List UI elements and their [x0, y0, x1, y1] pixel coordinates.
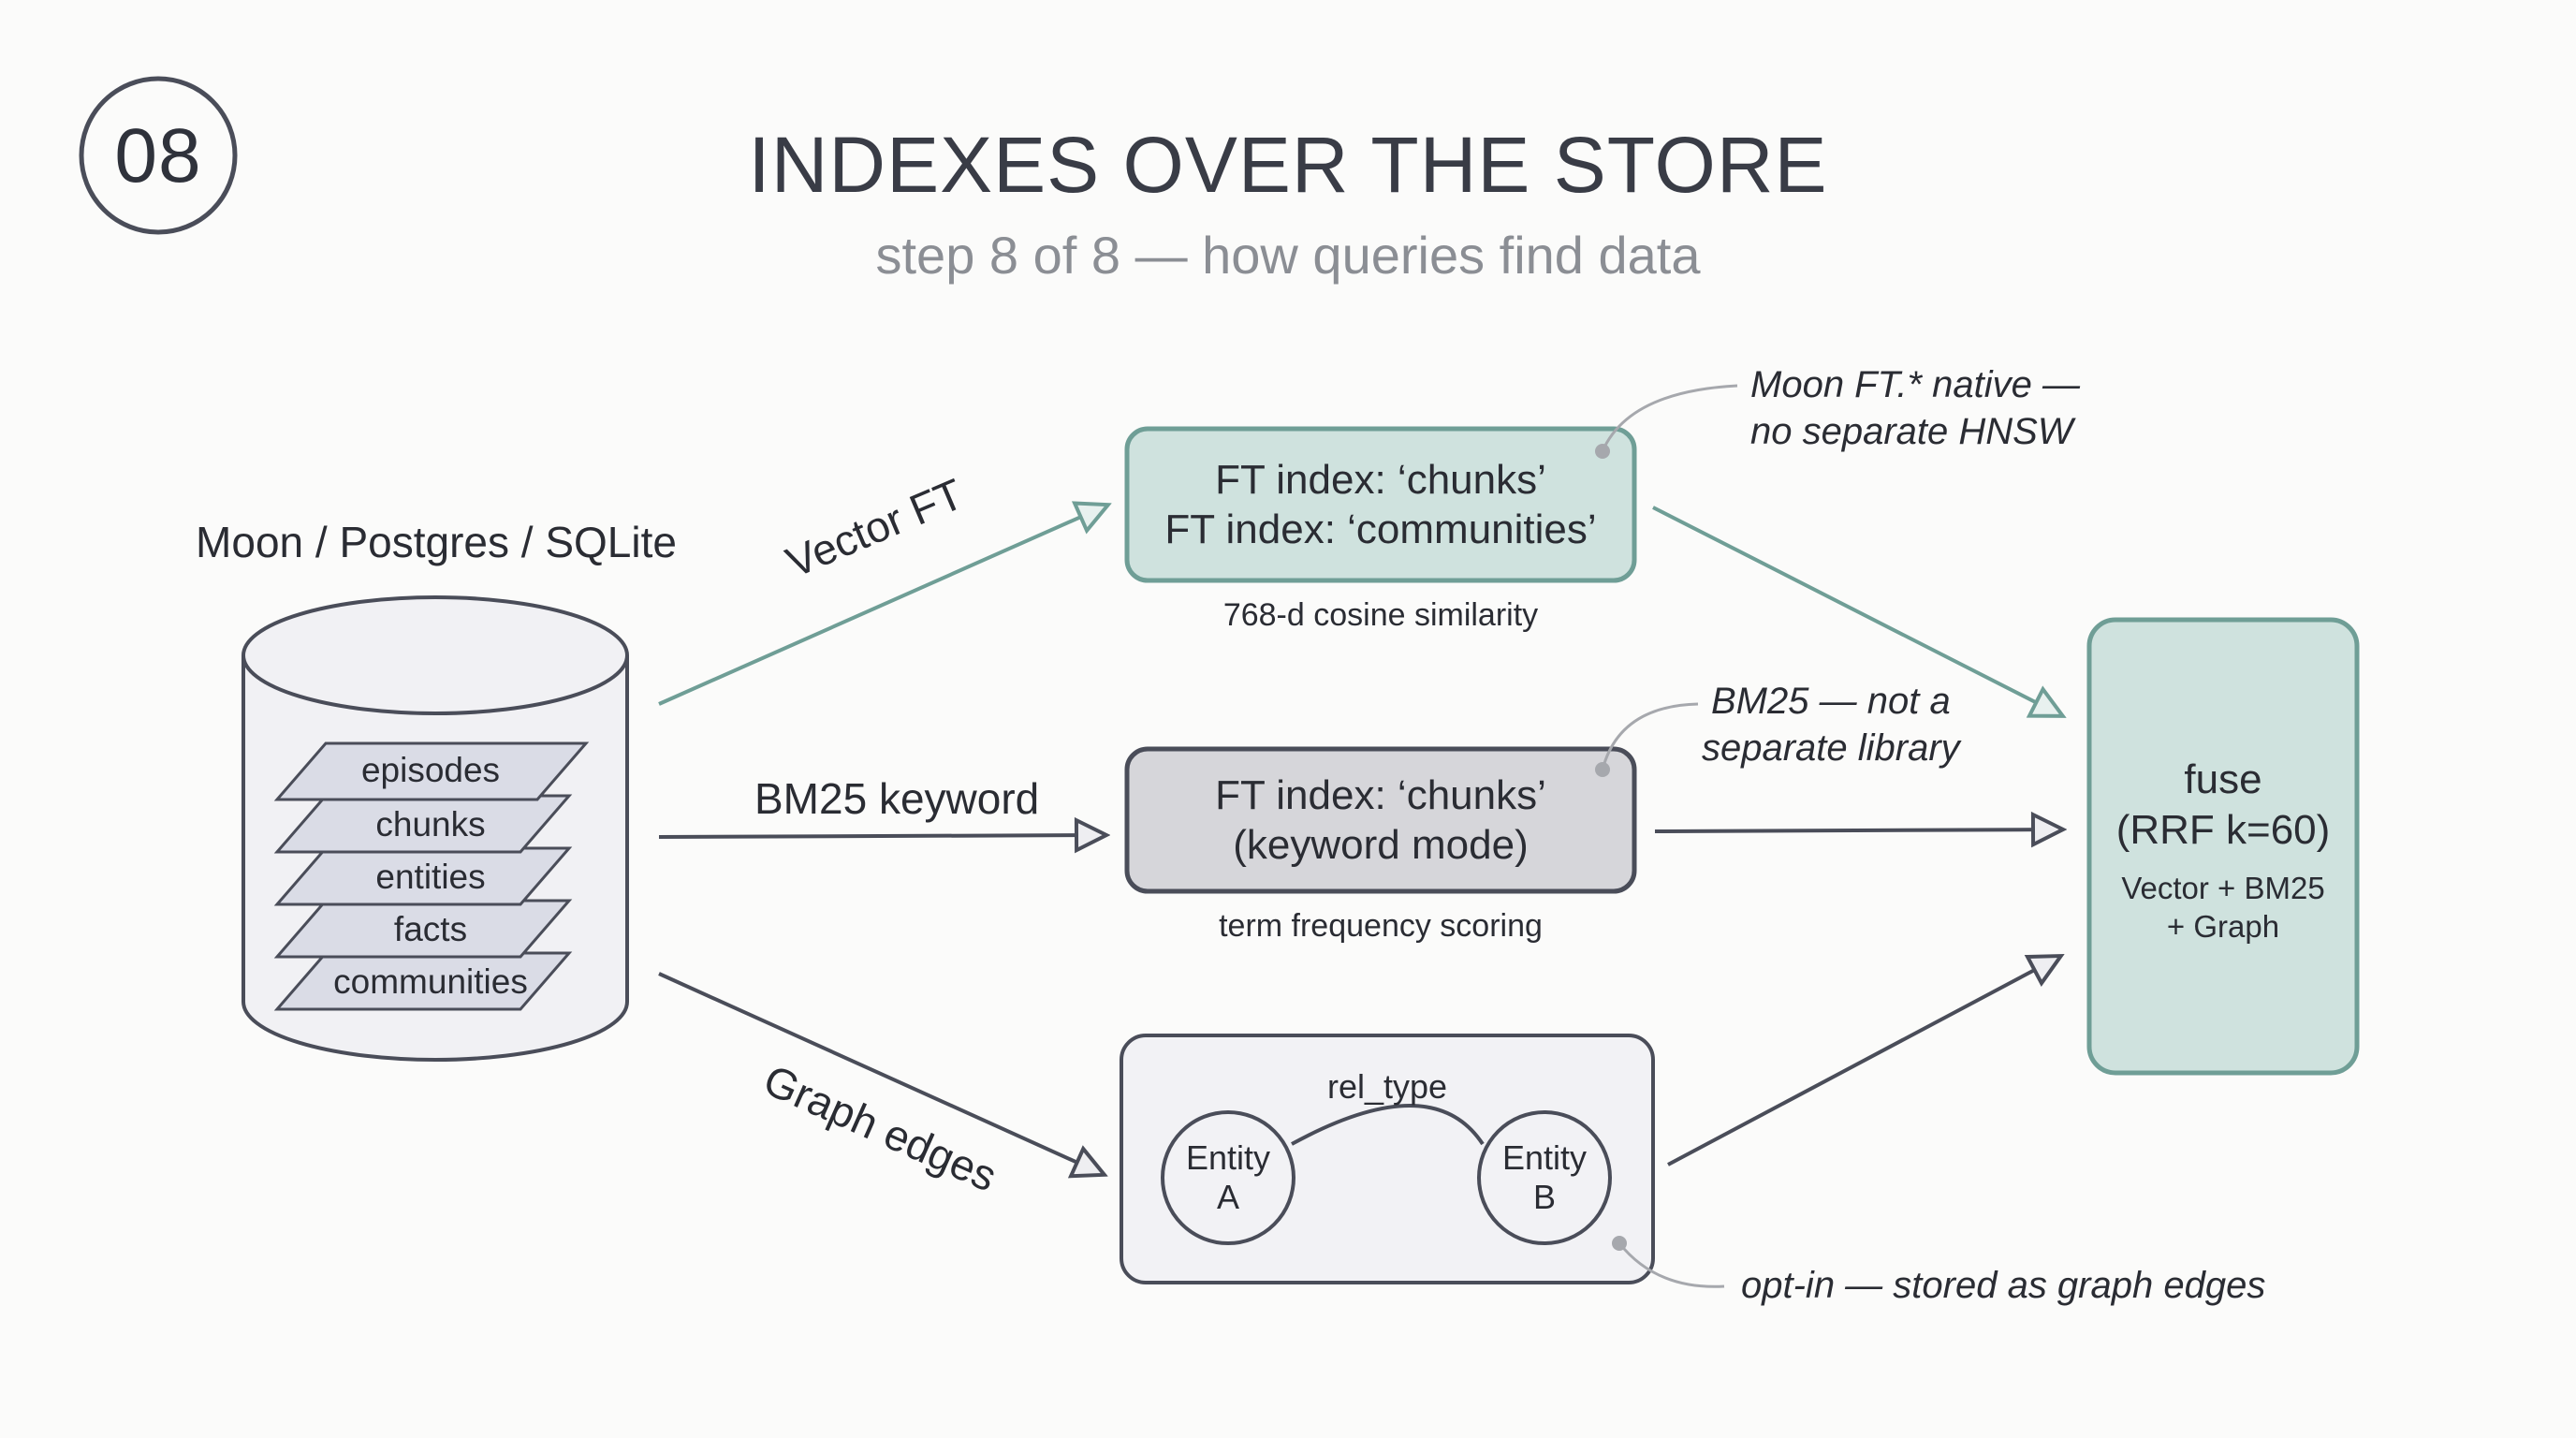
vector-index-line2: FT index: ‘communities’	[1164, 506, 1597, 552]
vector-to-fuse-arrow	[1652, 506, 2061, 715]
graph-note-dot	[1612, 1236, 1627, 1251]
keyword-note-line1: BM25 — not a	[1711, 681, 1951, 722]
entity-a-label: Entity A	[1181, 1138, 1275, 1217]
layer-facts: facts	[393, 910, 468, 948]
store-label: Moon / Postgres / SQLite	[196, 518, 677, 566]
layer-chunks: chunks	[375, 805, 486, 844]
vector-index-caption: 768-d cosine similarity	[1222, 597, 1539, 633]
layer-entities: entities	[375, 858, 486, 896]
graph-index-note: opt-in — stored as graph edges	[1741, 1265, 2266, 1306]
vector-note-dot	[1595, 444, 1610, 459]
keyword-note-line2: separate library	[1702, 727, 1960, 769]
step-badge-number: 08	[114, 113, 202, 198]
entity-a-node	[1161, 1110, 1295, 1245]
fuse-box	[2086, 617, 2360, 1076]
page-subtitle: step 8 of 8 — how queries find data	[875, 226, 1701, 285]
vector-note-line1: Moon FT.* native —	[1750, 364, 2081, 405]
keyword-index-text: FT index: ‘chunks’ (keyword mode)	[1127, 749, 1634, 891]
note-leaders	[1601, 384, 1738, 1288]
layer-communities: communities	[333, 962, 528, 1001]
fuse-detail-line1: Vector + BM25	[2121, 871, 2325, 905]
keyword-arrow	[658, 835, 1105, 837]
fuse-detail-line2: + Graph	[2166, 909, 2280, 944]
rel-type-label: rel_type	[1326, 1067, 1448, 1106]
entity-b-node	[1477, 1110, 1612, 1245]
graph-arrow	[658, 972, 1103, 1174]
fuse-detail: Vector + BM25 + Graph	[2089, 865, 2357, 949]
entity-a-line1: Entity	[1185, 1138, 1271, 1177]
keyword-note-dot	[1595, 762, 1610, 777]
layer-episodes: episodes	[360, 751, 501, 789]
keyword-index-box	[1124, 746, 1637, 894]
entity-a-line2: A	[1216, 1178, 1239, 1216]
graph-to-fuse-arrow	[1667, 957, 2059, 1167]
entity-b-label: Entity B	[1498, 1138, 1591, 1217]
entity-b-line2: B	[1532, 1178, 1556, 1216]
keyword-index-caption: term frequency scoring	[1219, 908, 1543, 944]
keyword-index-note: BM25 — not a separate library	[1702, 678, 1960, 771]
rel-type-edge	[1291, 1104, 1485, 1146]
vector-index-line1: FT index: ‘chunks’	[1215, 457, 1546, 503]
keyword-index-line2: (keyword mode)	[1233, 822, 1529, 868]
fuse-param: (RRF k=60)	[2115, 807, 2331, 853]
keyword-index-line1: FT index: ‘chunks’	[1215, 772, 1546, 818]
graph-note-leader	[1617, 1242, 1725, 1288]
entity-b-line1: Entity	[1501, 1138, 1588, 1177]
vector-index-note: Moon FT.* native — no separate HNSW	[1750, 361, 2080, 455]
fuse-title: fuse	[2184, 756, 2262, 802]
store-layers	[273, 741, 590, 1011]
keyword-note-leader	[1601, 702, 1699, 770]
vector-note-leader	[1601, 384, 1738, 452]
vector-note-line2: no separate HNSW	[1750, 411, 2073, 452]
page-title: INDEXES OVER THE STORE	[748, 121, 1828, 209]
layer-episodes-shape	[273, 741, 590, 801]
keyword-to-fuse-arrow	[1654, 829, 2061, 831]
fuse-heading: fuse (RRF k=60)	[2089, 740, 2357, 871]
vector-index-text: FT index: ‘chunks’ FT index: ‘communitie…	[1127, 429, 1634, 580]
keyword-edge-label: BM25 keyword	[754, 774, 1040, 823]
step-badge-circle	[79, 76, 238, 235]
vector-arrow	[658, 506, 1106, 706]
vector-index-box	[1124, 426, 1637, 583]
